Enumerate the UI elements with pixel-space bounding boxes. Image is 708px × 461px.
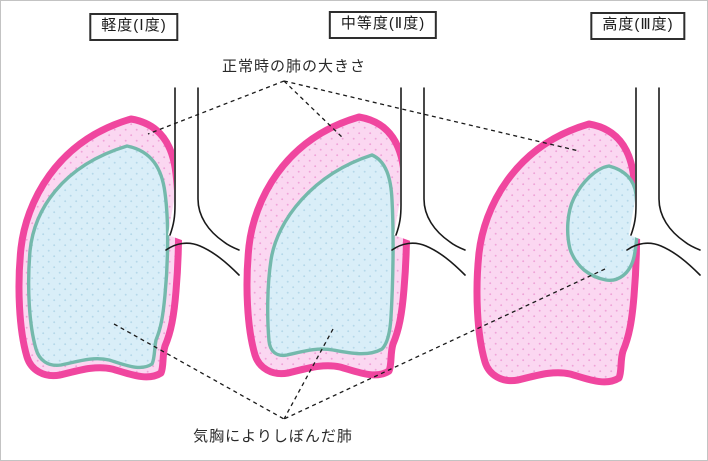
leader-line-normal-to-severe [283,80,580,152]
annotation-collapsed-lung: 気胸によりしぼんだ肺 [193,428,353,445]
leader-line-collapsed-from-moderate [283,328,334,420]
leader-line-collapsed-from-mild [113,323,285,420]
lung-stage-moderate [247,117,407,375]
lung-stage-severe [477,124,637,382]
annotation-normal-lung-size: 正常時の肺の大きさ [221,58,367,75]
leader-line-normal-to-moderate [283,80,345,140]
leader-line-normal-to-mild [147,80,285,135]
lung-stage-mild [19,119,179,377]
leader-line-collapsed-from-severe [283,268,606,420]
stage-label-moderate: 中等度(Ⅱ度) [328,11,438,39]
collapsed-lung-2 [265,153,395,358]
stage-label-severe: 高度(Ⅲ度) [590,12,686,40]
stage-label-mild: 軽度(Ⅰ度) [89,13,179,41]
collapsed-lung-1 [26,144,170,370]
